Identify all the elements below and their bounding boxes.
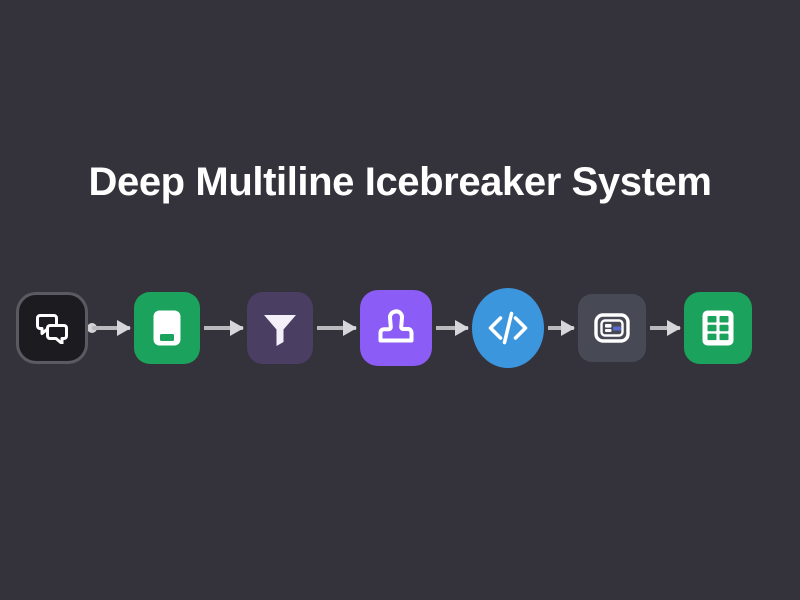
arrowhead-icon bbox=[117, 320, 131, 336]
edge-code-to-chip bbox=[548, 320, 575, 336]
arrowhead-icon bbox=[230, 320, 244, 336]
flow-node-chip[interactable] bbox=[578, 294, 646, 362]
edge-filter-to-stamp bbox=[317, 320, 357, 336]
page-title: Deep Multiline Icebreaker System bbox=[88, 160, 712, 204]
table-grid-icon bbox=[701, 309, 735, 347]
flow-node-filter[interactable] bbox=[247, 292, 313, 364]
stamp-icon bbox=[377, 308, 415, 348]
flow-node-code[interactable] bbox=[472, 288, 544, 368]
arrowhead-icon bbox=[561, 320, 575, 336]
flow-node-stamp[interactable] bbox=[360, 290, 432, 366]
edge-stamp-to-code bbox=[436, 320, 469, 336]
flow-diagram bbox=[0, 280, 800, 376]
edge-line bbox=[436, 326, 468, 330]
arrowhead-icon bbox=[343, 320, 357, 336]
arrowhead-icon bbox=[667, 320, 681, 336]
arrowhead-icon bbox=[455, 320, 469, 336]
flow-node-start[interactable] bbox=[16, 292, 88, 364]
chat-bubbles-icon bbox=[35, 312, 69, 344]
edge-line bbox=[317, 326, 356, 330]
funnel-filter-icon bbox=[261, 309, 299, 347]
flow-node-note[interactable] bbox=[134, 292, 200, 364]
code-brackets-icon bbox=[487, 308, 529, 348]
edge-line bbox=[92, 326, 130, 330]
chip-badge-icon bbox=[594, 313, 630, 343]
flow-node-table[interactable] bbox=[684, 292, 752, 364]
edge-start-to-note bbox=[87, 320, 131, 336]
edge-line bbox=[650, 326, 680, 330]
note-card-icon bbox=[152, 309, 182, 347]
edge-line bbox=[204, 326, 243, 330]
edge-note-to-filter bbox=[204, 320, 244, 336]
edge-chip-to-table bbox=[650, 320, 681, 336]
